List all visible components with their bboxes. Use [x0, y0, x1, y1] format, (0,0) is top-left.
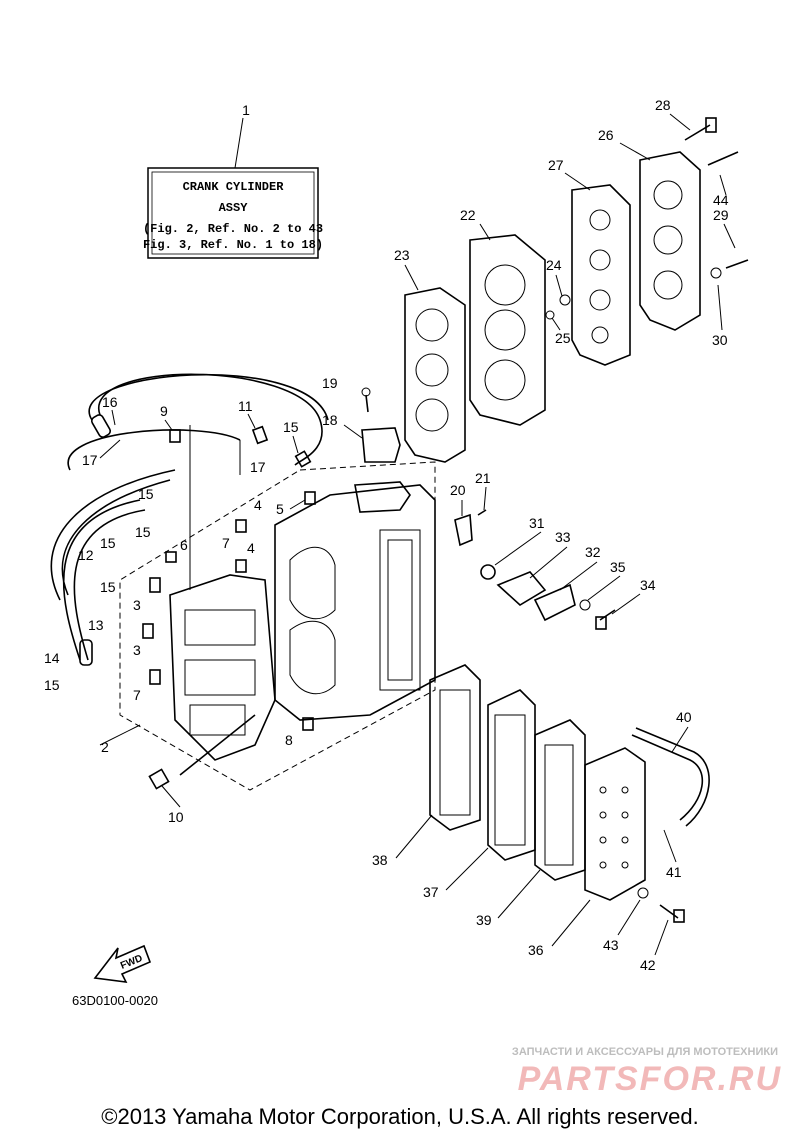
- callout-labels: 28 26 27 44 29 22 24 25 30 23 19 18 16 9…: [44, 97, 729, 973]
- callout-34: 34: [640, 577, 656, 593]
- callout-36: 36: [528, 942, 544, 958]
- assembly-title-box: 1 CRANK CYLINDER ASSY (Fig. 2, Ref. No. …: [143, 102, 323, 259]
- callout-39: 39: [476, 912, 492, 928]
- title-line-4: Fig. 3, Ref. No. 1 to 18): [143, 238, 323, 252]
- callout-42: 42: [640, 957, 656, 973]
- callout-2: 2: [101, 739, 109, 755]
- callout-32: 32: [585, 544, 601, 560]
- callout-26: 26: [598, 127, 614, 143]
- callout-31: 31: [529, 515, 545, 531]
- callout-4-b: 4: [247, 540, 255, 556]
- callout-41: 41: [666, 864, 682, 880]
- callout-15-a: 15: [283, 419, 299, 435]
- watermark-logo: PARTSFOR.RU: [518, 1060, 782, 1098]
- callout-24: 24: [546, 257, 562, 273]
- callout-25: 25: [555, 330, 571, 346]
- callout-15-b: 15: [138, 486, 154, 502]
- crankcase-body: [274, 387, 436, 721]
- callout-15-f: 15: [44, 677, 60, 693]
- callout-27: 27: [548, 157, 564, 173]
- fwd-arrow: FWD: [93, 944, 152, 983]
- callout-6: 6: [180, 537, 188, 553]
- callout-4-a: 4: [254, 497, 262, 513]
- watermark-tagline: ЗАПЧАСТИ И АКСЕССУАРЫ ДЛЯ МОТОТЕХНИКИ: [512, 1046, 778, 1058]
- copyright-notice: ©2013 Yamaha Motor Corporation, U.S.A. A…: [101, 1104, 698, 1129]
- title-line-2: ASSY: [219, 201, 249, 215]
- callout-23: 23: [394, 247, 410, 263]
- assembly-outline: [119, 461, 436, 791]
- callout-28: 28: [655, 97, 671, 113]
- callout-20: 20: [450, 482, 466, 498]
- callout-38: 38: [372, 852, 388, 868]
- callout-13: 13: [88, 617, 104, 633]
- callout-43: 43: [603, 937, 619, 953]
- callout-7-b: 7: [133, 687, 141, 703]
- callout-18: 18: [322, 412, 338, 428]
- crankcase-front: [148, 574, 276, 790]
- title-line-1: CRANK CYLINDER: [183, 180, 285, 194]
- callout-10: 10: [168, 809, 184, 825]
- callout-19: 19: [322, 375, 338, 391]
- callout-9: 9: [160, 403, 168, 419]
- callout-35: 35: [610, 559, 626, 575]
- callout-12: 12: [78, 547, 94, 563]
- callout-5: 5: [276, 501, 284, 517]
- callout-29: 29: [713, 207, 729, 223]
- hoses: [50, 373, 329, 666]
- callout-15-d: 15: [100, 535, 116, 551]
- thermostat-group: [454, 509, 616, 630]
- callout-15-c: 15: [135, 524, 151, 540]
- callout-22: 22: [460, 207, 476, 223]
- callout-3-b: 3: [133, 642, 141, 658]
- callout-40: 40: [676, 709, 692, 725]
- title-line-3: (Fig. 2, Ref. No. 2 to 43: [143, 222, 323, 236]
- callout-17-a: 17: [82, 452, 98, 468]
- callout-11: 11: [238, 398, 253, 414]
- callout-8: 8: [285, 732, 293, 748]
- callout-21: 21: [475, 470, 491, 486]
- cylinder-head-group: [404, 117, 749, 463]
- exhaust-cover-group: [429, 664, 710, 923]
- callout-7-a: 7: [222, 535, 230, 551]
- callout-14: 14: [44, 650, 60, 666]
- callout-16: 16: [102, 394, 118, 410]
- fittings: [142, 425, 316, 731]
- callout-1: 1: [242, 102, 250, 118]
- callout-15-e: 15: [100, 579, 116, 595]
- callout-30: 30: [712, 332, 728, 348]
- callout-33: 33: [555, 529, 571, 545]
- callout-3-a: 3: [133, 597, 141, 613]
- callout-37: 37: [423, 884, 439, 900]
- callout-17-b: 17: [250, 459, 266, 475]
- leader-lines: [99, 113, 736, 956]
- callout-44: 44: [713, 192, 729, 208]
- diagram-code: 63D0100-0020: [72, 993, 158, 1008]
